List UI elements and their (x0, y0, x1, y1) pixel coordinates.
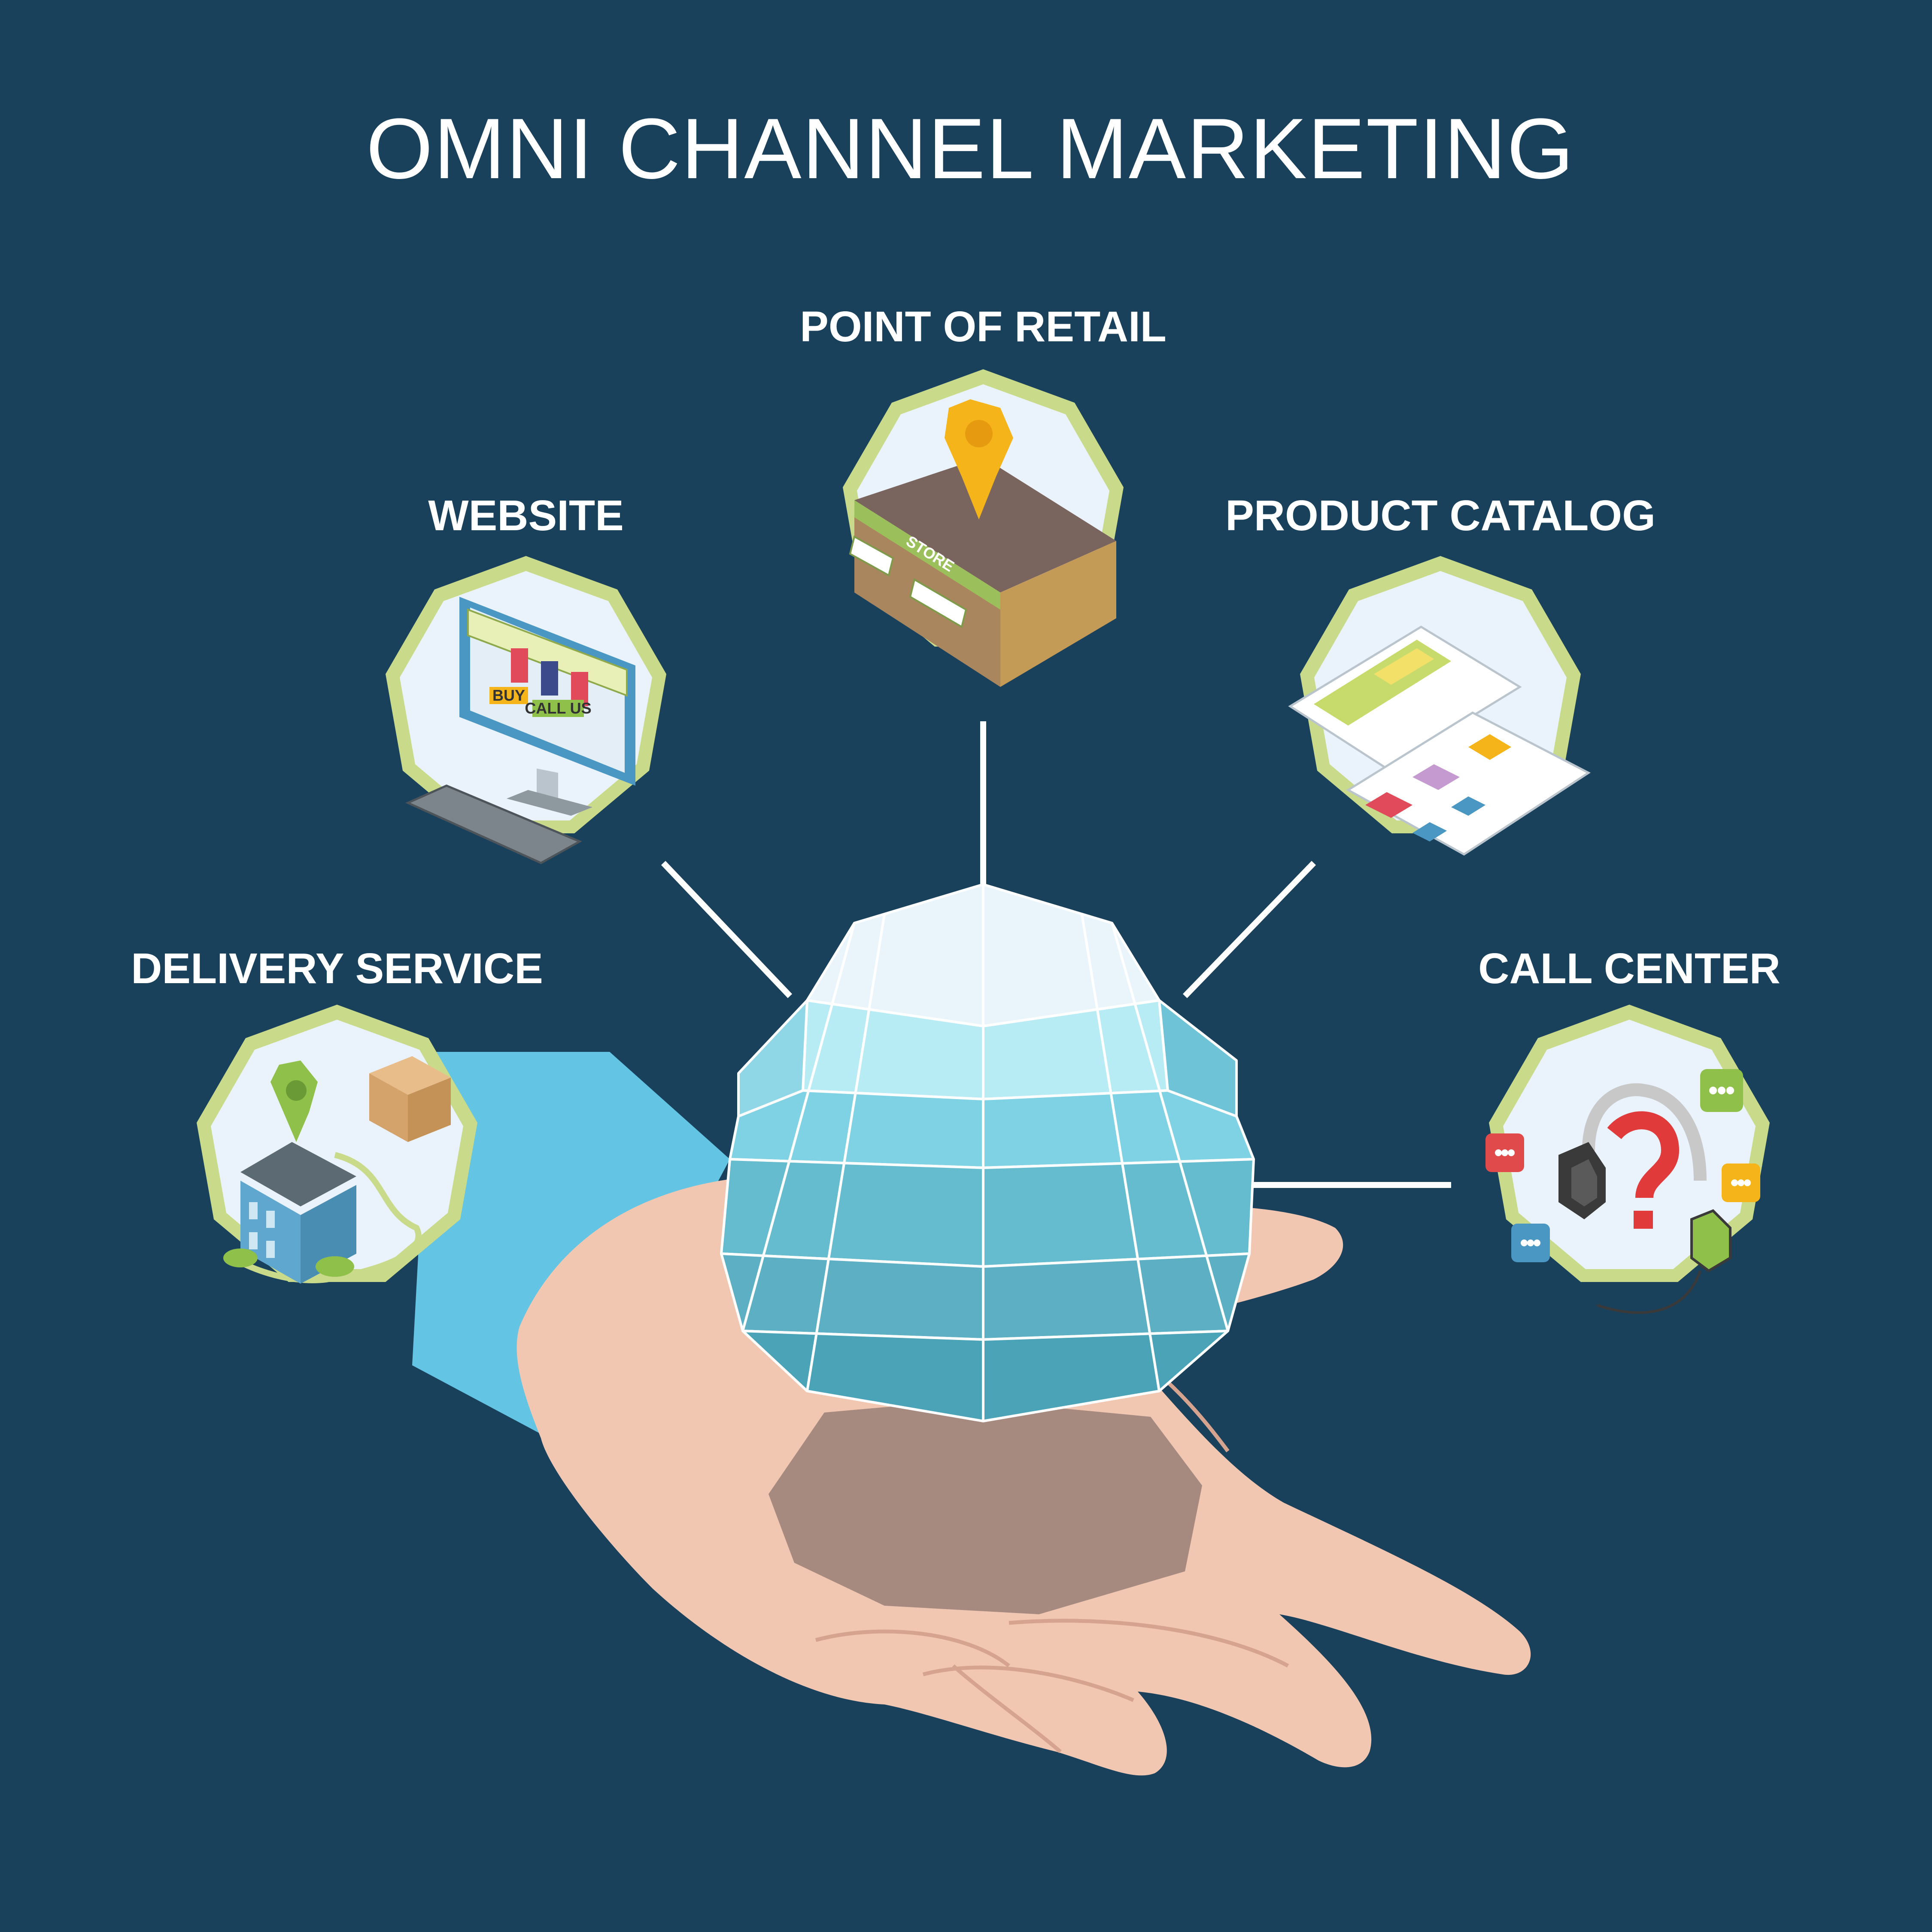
headset-icon (1485, 1069, 1760, 1314)
page-title: OMNI CHANNEL MARKETING (366, 101, 1575, 197)
catalog-icon (1288, 626, 1591, 856)
node-label: POINT OF RETAIL (800, 303, 1166, 351)
node-delivery-service: DELIVERY SERVICE (131, 945, 543, 1284)
node-label: CALL CENTER (1478, 945, 1780, 993)
keyboard-icon (405, 784, 582, 864)
node-label: PRODUCT CATALOG (1225, 492, 1656, 540)
computer-icon: BUY CALL US (405, 597, 635, 864)
store-icon: STORE (849, 399, 1116, 687)
question-mark-icon (1607, 1111, 1680, 1199)
globe-shadow (769, 1400, 1202, 1614)
sleeve (412, 1052, 730, 1434)
buy-button[interactable]: BUY (492, 687, 525, 704)
node-product-catalog: PRODUCT CATALOG (1225, 492, 1656, 856)
connector-website (661, 861, 793, 998)
palm-crease-lines (815, 1338, 1289, 1753)
node-call-center: CALL CENTER (1478, 945, 1780, 1314)
node-point-of-retail: STORE POINT OF RETAIL (800, 303, 1166, 687)
node-label: WEBSITE (428, 492, 624, 540)
globe-icon (720, 883, 1255, 1422)
node-website: BUY CALL US WEBSITE (386, 492, 666, 864)
node-label: DELIVERY SERVICE (131, 945, 543, 993)
delivery-icon (223, 1056, 451, 1284)
call-us-button[interactable]: CALL US (525, 699, 591, 717)
connector-catalog (1182, 861, 1316, 998)
